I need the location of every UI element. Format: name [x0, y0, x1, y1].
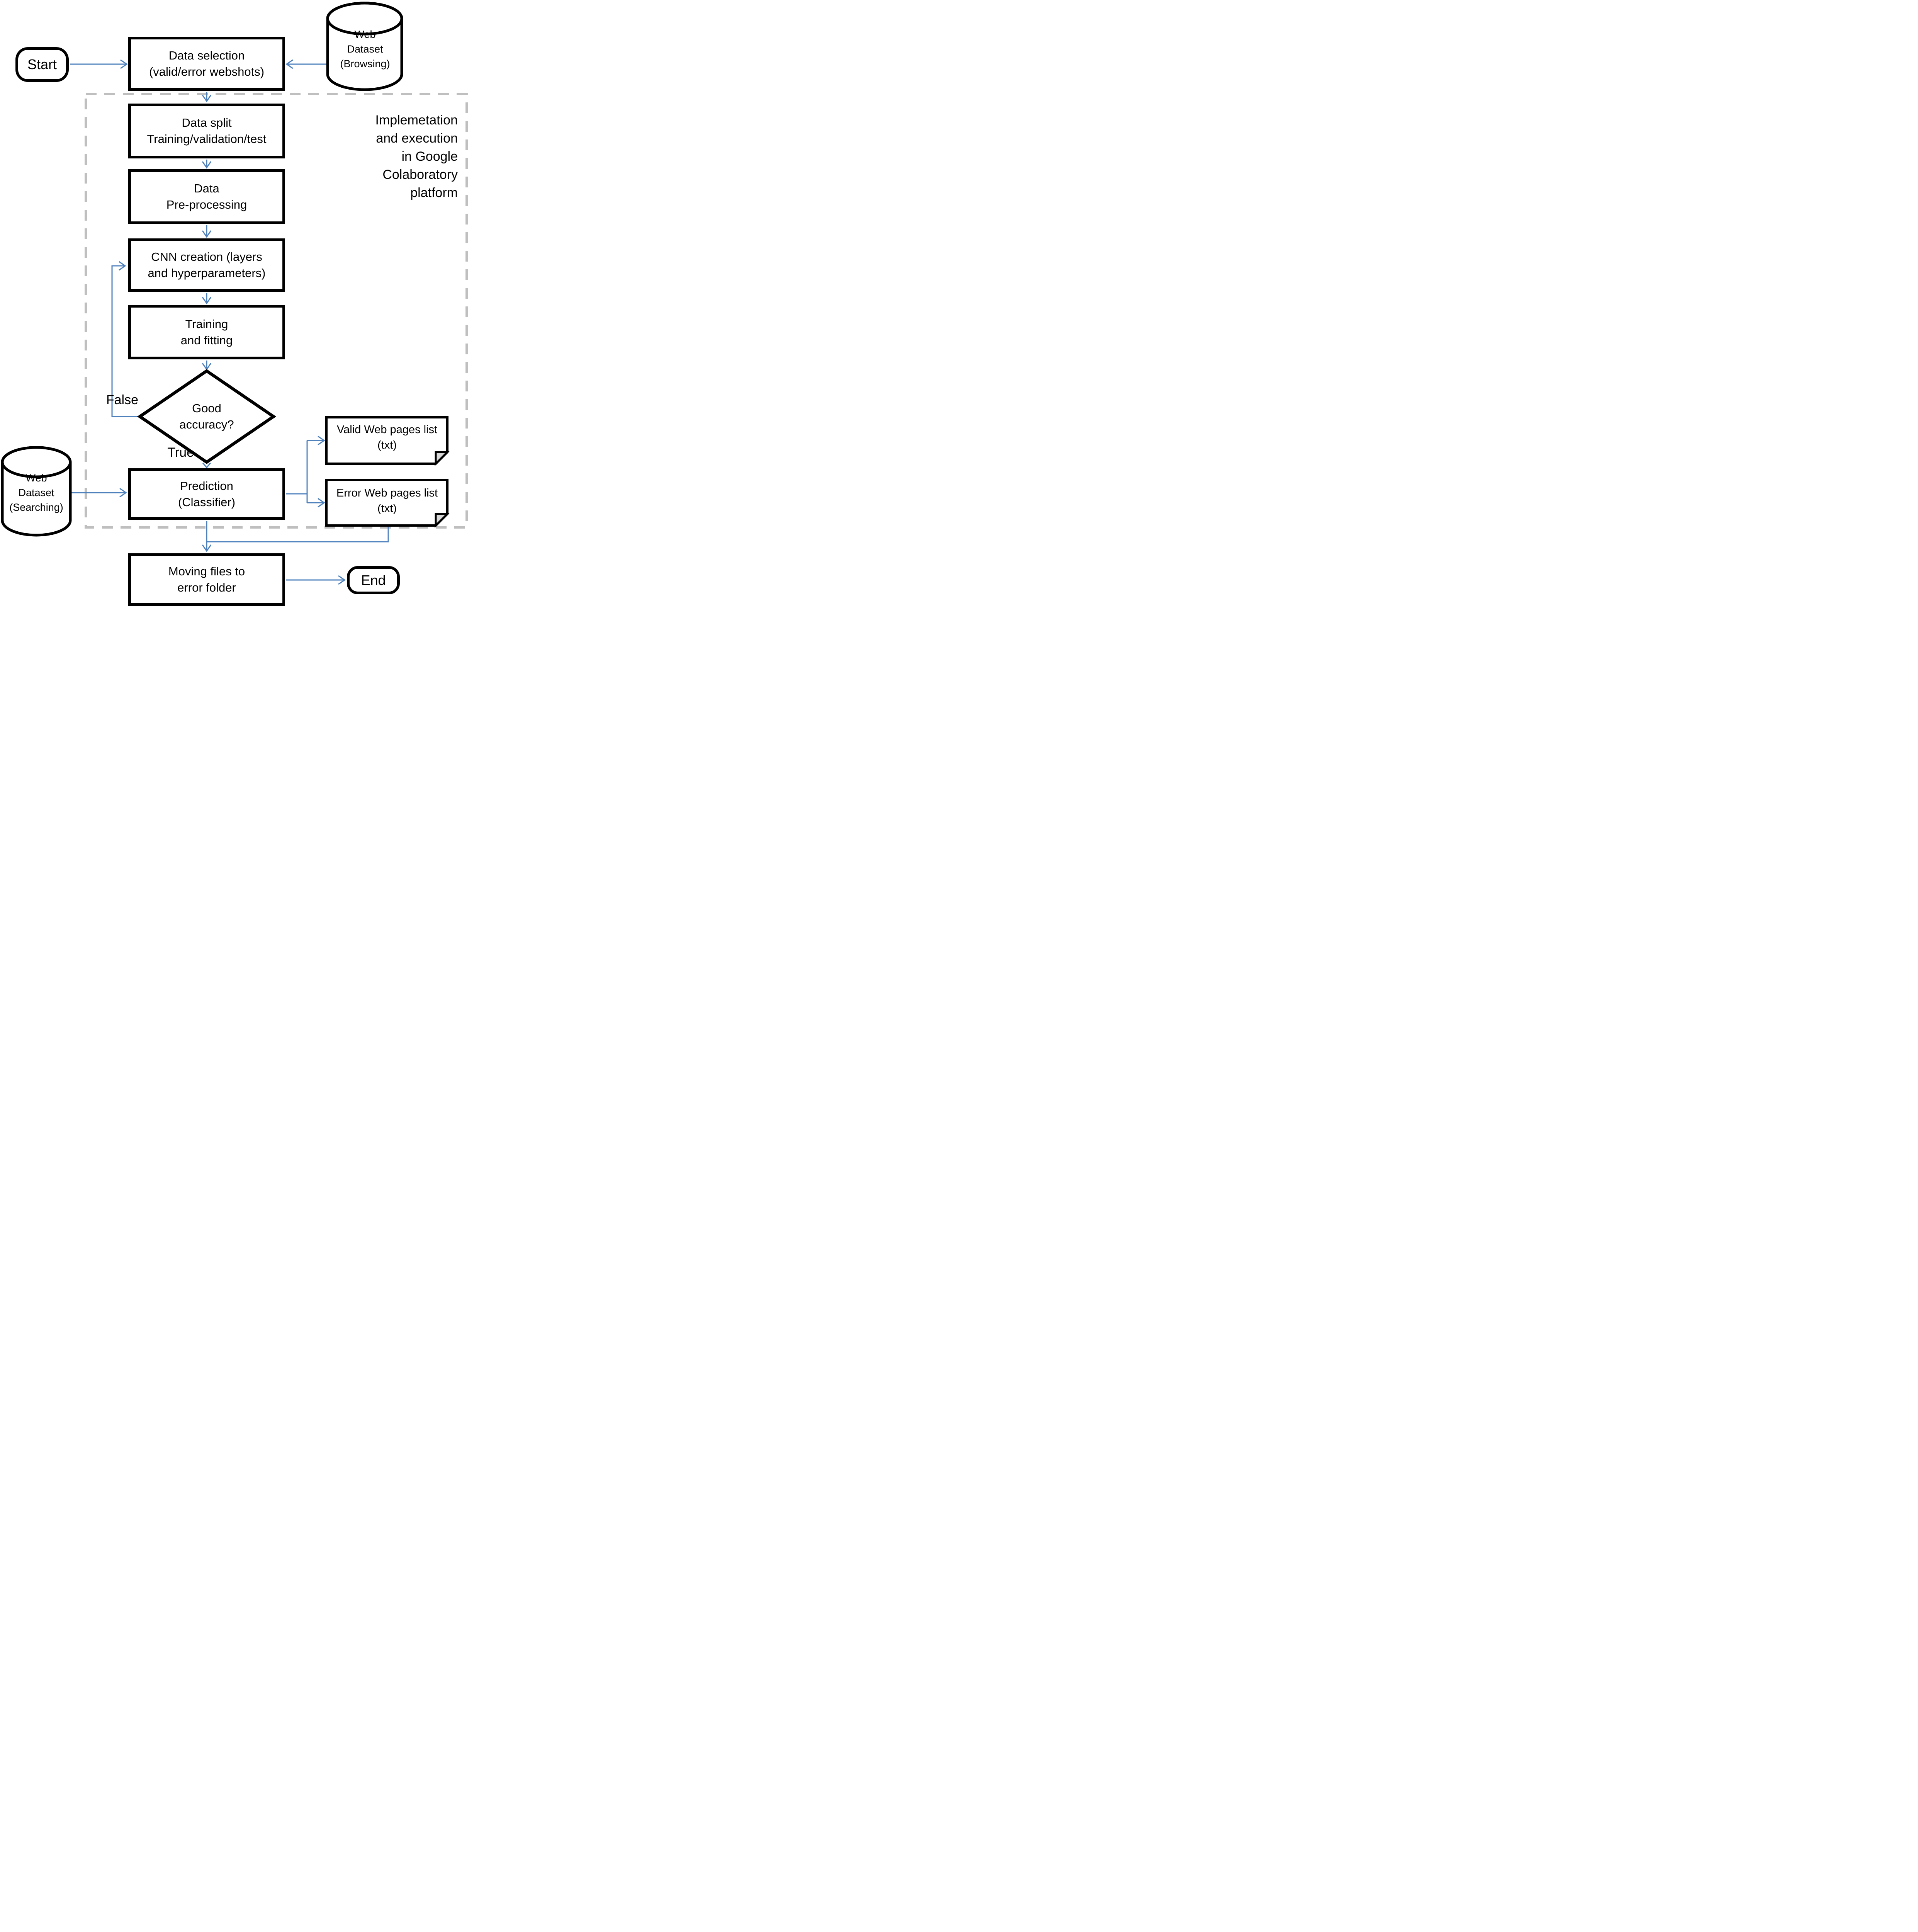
arrow-preprocessing-to-cnn [202, 225, 212, 238]
connector-errorlist-to-merge [207, 527, 389, 543]
arrow-cnn-to-training [202, 293, 212, 304]
annotation-line5: platform [410, 185, 458, 200]
data-selection-line2: (valid/error webshots) [149, 65, 265, 78]
database-browsing-top [326, 2, 403, 36]
moving-files-line2: error folder [177, 581, 236, 594]
arrow-split-to-preprocessing [202, 160, 212, 169]
connector-arrows [70, 59, 389, 585]
prediction-line2: (Classifier) [178, 495, 236, 509]
arrow-training-to-decision [202, 361, 212, 371]
cnn-creation-line2: and hyperparameters) [148, 266, 266, 280]
process-prediction: Prediction (Classifier) [128, 468, 285, 520]
document-valid-list-shape [325, 416, 450, 466]
document-valid-fold-corner [435, 451, 450, 466]
arrow-start-to-selection [70, 59, 128, 69]
flowchart-shapes-layer [1, 2, 468, 585]
decision-diamond-shape [137, 369, 277, 464]
arrow-false-feedback-to-cnn [111, 261, 140, 417]
training-line1: Training [185, 317, 228, 331]
arrow-browsing-to-selection [285, 59, 326, 69]
data-selection-line1: Data selection [168, 49, 245, 62]
arrow-prediction-to-valid-list [286, 435, 325, 495]
document-error-list-shape [325, 479, 450, 528]
document-error-outline [325, 479, 448, 527]
arrow-prediction-to-error-list [306, 494, 325, 508]
arrow-searching-to-prediction [71, 488, 127, 498]
end-label: End [361, 572, 386, 588]
true-branch-label: True [167, 445, 194, 460]
database-searching-shape [1, 446, 72, 537]
start-terminator: Start [15, 47, 69, 82]
process-cnn-creation: CNN creation (layers and hyperparameters… [128, 238, 285, 292]
annotation-line1: Implemetation [375, 113, 458, 128]
flowchart-canvas: Start End Data selection (valid/error we… [0, 0, 479, 616]
pre-processing-line2: Pre-processing [166, 198, 247, 211]
annotation-line3: in Google [401, 149, 458, 164]
cnn-creation-line1: CNN creation (layers [151, 250, 262, 264]
colab-annotation: Implemetation and execution in Google Co… [330, 111, 458, 202]
start-label: Start [27, 56, 57, 72]
document-error-fold-corner [435, 513, 450, 528]
document-valid-outline [325, 416, 448, 465]
data-split-line2: Training/validation/test [147, 132, 267, 146]
process-pre-processing: Data Pre-processing [128, 169, 285, 224]
arrow-moving-to-end [286, 575, 346, 585]
false-branch-label: False [106, 393, 138, 407]
process-data-split: Data split Training/validation/test [128, 104, 285, 158]
annotation-line2: and execution [376, 131, 458, 146]
moving-files-line1: Moving files to [168, 565, 245, 578]
prediction-line1: Prediction [180, 479, 233, 493]
process-moving-files: Moving files to error folder [128, 553, 285, 606]
training-line2: and fitting [180, 333, 233, 347]
colab-dashed-container [85, 93, 468, 529]
process-training: Training and fitting [128, 305, 285, 359]
end-terminator: End [347, 566, 400, 594]
arrow-selection-to-split [202, 92, 212, 102]
process-data-selection: Data selection (valid/error webshots) [128, 37, 285, 91]
database-browsing-shape [326, 2, 403, 91]
arrow-prediction-to-moving [202, 521, 212, 552]
annotation-line4: Colaboratory [382, 167, 458, 182]
database-searching-top [1, 446, 72, 478]
pre-processing-line1: Data [194, 182, 219, 195]
data-split-line1: Data split [182, 116, 232, 129]
